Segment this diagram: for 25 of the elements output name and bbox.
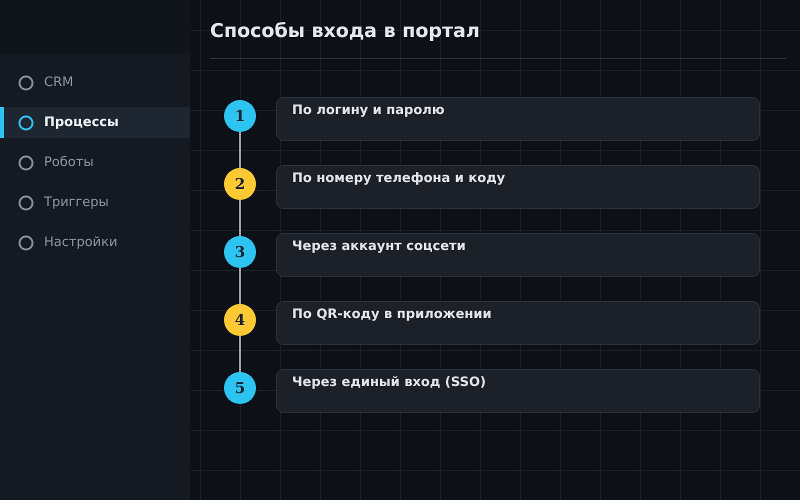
connector-line xyxy=(239,268,241,304)
step-title: По номеру телефона и коду xyxy=(292,171,506,186)
step-number-circle: 5 xyxy=(224,372,256,404)
nav-link: Настройки xyxy=(0,227,190,258)
step-card xyxy=(276,165,760,209)
step-title: По логину и паролю xyxy=(292,103,444,118)
step-number-circle: 1 xyxy=(224,100,256,132)
nav-link: Роботы xyxy=(0,147,190,178)
nav-link: CRM xyxy=(0,67,190,98)
step-title: Через аккаунт соцсети xyxy=(292,239,466,254)
step-number-circle: 2 xyxy=(224,168,256,200)
active-nav-link: Процессы xyxy=(0,107,190,138)
step-card xyxy=(276,97,760,141)
step-title: Через единый вход (SSO) xyxy=(292,375,486,390)
step-title: По QR-коду в приложении xyxy=(292,307,492,322)
page-title: Способы входа в портал xyxy=(210,20,480,42)
connector-line xyxy=(239,200,241,236)
step-card xyxy=(276,233,760,277)
step-number-circle: 4 xyxy=(224,304,256,336)
step-number-circle: 3 xyxy=(224,236,256,268)
nav-link: Триггеры xyxy=(0,187,190,218)
step-card xyxy=(276,369,760,413)
step-card xyxy=(276,301,760,345)
connector-line xyxy=(239,336,241,372)
connector-line xyxy=(239,132,241,168)
